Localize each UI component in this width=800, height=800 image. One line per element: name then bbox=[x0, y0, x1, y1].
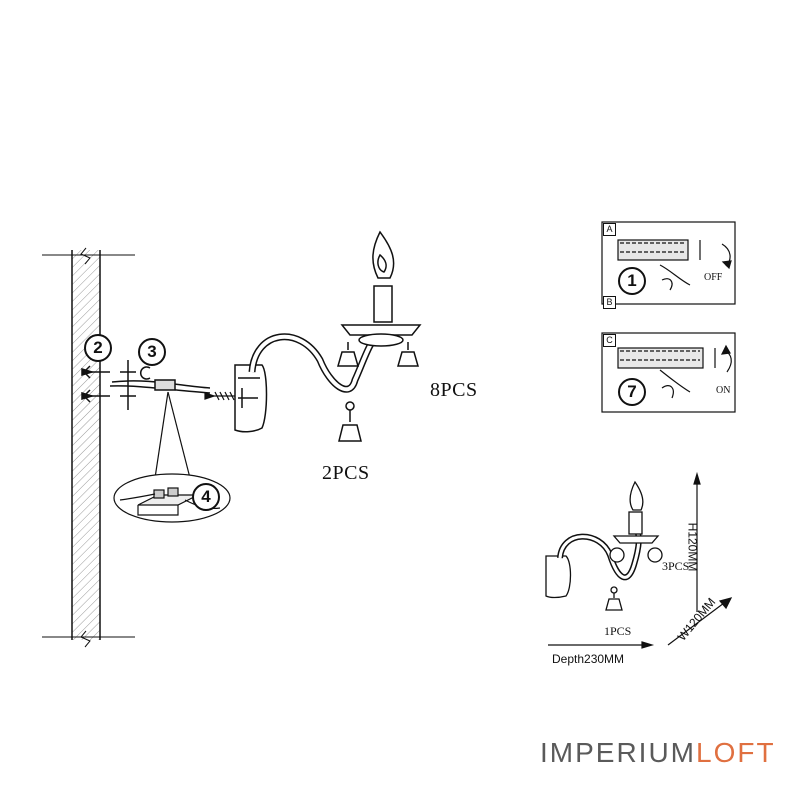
brand-part-imperium: IMPERIUM bbox=[540, 737, 696, 768]
step-1-marker: 1 bbox=[618, 267, 646, 295]
step-3-marker: 3 bbox=[138, 338, 166, 366]
step-4-marker: 4 bbox=[192, 483, 220, 511]
wall bbox=[42, 247, 135, 648]
sconce-main bbox=[234, 230, 422, 442]
sconce-dimensions bbox=[545, 480, 663, 611]
mounting-plate bbox=[109, 360, 211, 410]
depth-dimension: Depth230MM bbox=[552, 652, 625, 666]
height-dimension: H120MM bbox=[685, 522, 700, 572]
screw bbox=[204, 391, 238, 401]
qty-1pcs: 1PCS bbox=[604, 624, 632, 638]
panel-b-badge: B bbox=[603, 296, 616, 309]
panel-c-badge: C bbox=[603, 334, 616, 347]
on-label: ON bbox=[716, 385, 731, 396]
panel-on bbox=[601, 332, 736, 413]
qty-3pcs: 3PCS bbox=[662, 559, 690, 573]
dimension-arrows bbox=[548, 471, 733, 649]
panel-off bbox=[601, 221, 736, 305]
wall-anchors bbox=[81, 365, 110, 403]
step-2-marker: 2 bbox=[84, 334, 112, 362]
panel-a-badge: A bbox=[603, 223, 616, 236]
brand-part-loft: LOFT bbox=[696, 737, 776, 768]
brand-watermark: IMPERIUMLOFT bbox=[540, 737, 776, 769]
step-7-marker: 7 bbox=[618, 378, 646, 406]
qty-2pcs: 2PCS bbox=[322, 462, 370, 484]
qty-8pcs: 8PCS bbox=[430, 379, 478, 401]
off-label: OFF bbox=[704, 272, 723, 283]
